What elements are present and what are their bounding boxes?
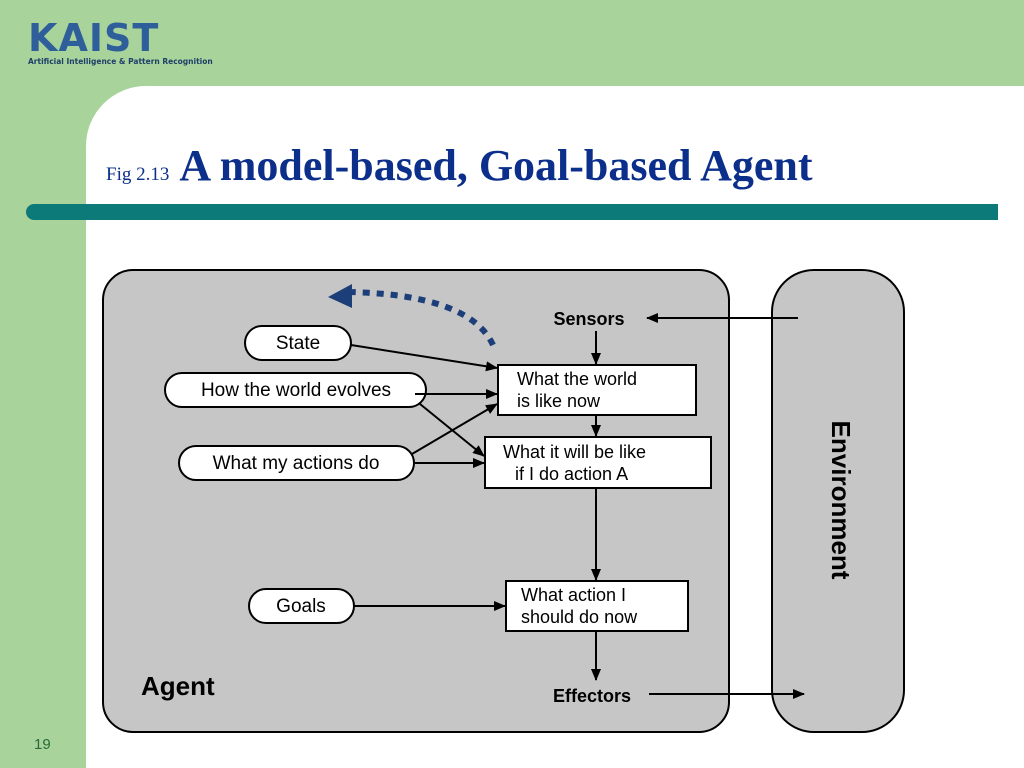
- page-number: 19: [34, 736, 51, 753]
- state-to-world-arrow: [350, 344, 498, 372]
- world-if-action-line-1: What it will be like: [503, 442, 646, 462]
- how-world-evolves-label: How the world evolves: [201, 380, 391, 401]
- state-label: State: [276, 333, 320, 354]
- agent-label: Agent: [141, 671, 215, 701]
- action-now-box: [505, 580, 689, 632]
- how-world-evolves-oval: [164, 372, 427, 408]
- kaist-logo: KAIST Artificial Intelligence & Pattern …: [22, 18, 213, 68]
- feedback-arrowhead-icon: [328, 284, 352, 308]
- logo-tagline: Artificial Intelligence & Pattern Recogn…: [28, 57, 213, 66]
- goals-label: Goals: [276, 596, 326, 617]
- effectors-label: Effectors: [553, 686, 631, 706]
- logo-wordmark: KAIST: [28, 16, 160, 60]
- actions-to-world-arrow: [411, 403, 498, 455]
- feedback-dotted-arrow: [349, 289, 496, 347]
- world-now-line-2: is like now: [517, 391, 601, 411]
- environment-container: [771, 269, 905, 733]
- figure-label: Fig 2.13: [106, 164, 170, 185]
- world-if-action-box: [484, 436, 712, 489]
- sensors-label: Sensors: [553, 309, 624, 329]
- world-now-box: [497, 364, 697, 416]
- world-if-action-line-2: if I do action A: [515, 464, 628, 484]
- action-now-line-2: should do now: [521, 607, 638, 627]
- title-text: A model-based, Goal-based Agent: [179, 141, 813, 190]
- agent-container: [102, 269, 730, 733]
- what-actions-do-label: What my actions do: [213, 453, 380, 474]
- action-now-line-1: What action I: [521, 585, 626, 605]
- world-now-line-1: What the world: [517, 369, 637, 389]
- title-underline-bar: [26, 204, 998, 220]
- slide-title: Fig 2.13 A model-based, Goal-based Agent: [106, 140, 813, 200]
- environment-label: Environment: [826, 421, 856, 580]
- state-oval: [244, 325, 352, 361]
